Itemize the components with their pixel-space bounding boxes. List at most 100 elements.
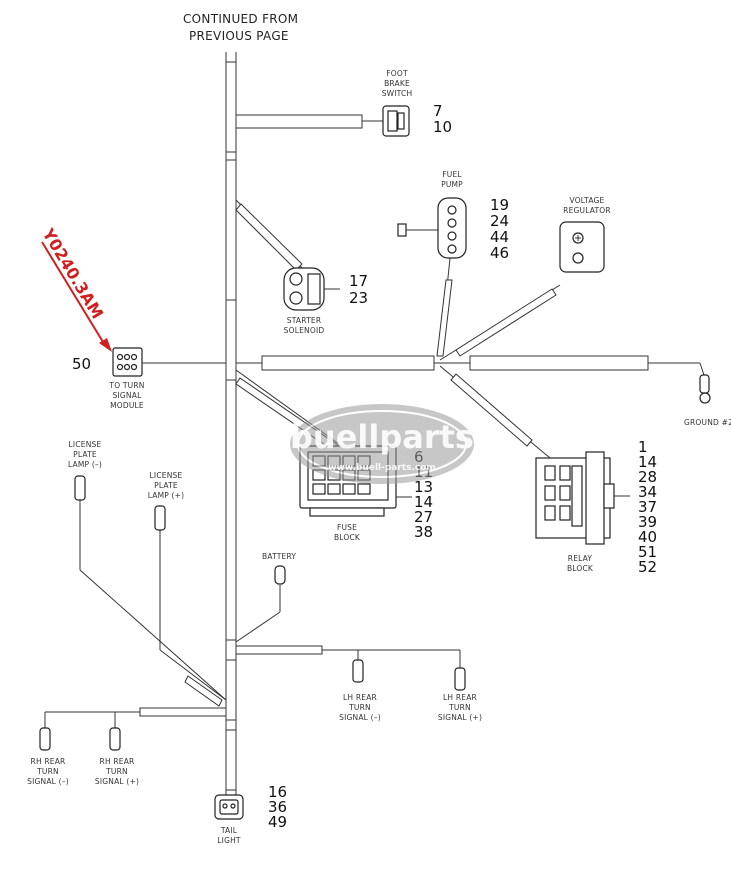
svg-text:28: 28 xyxy=(638,468,657,486)
svg-text:BLOCK: BLOCK xyxy=(334,533,361,542)
foot-brake-ref-7: 7 xyxy=(433,102,443,120)
svg-text:TURN: TURN xyxy=(105,767,128,776)
rh-rear-turn-branch xyxy=(39,707,227,751)
svg-text:LIGHT: LIGHT xyxy=(217,836,241,845)
svg-text:FUEL: FUEL xyxy=(442,170,462,179)
fuel-pump-ref-44: 44 xyxy=(490,228,509,246)
svg-text:LICENSE: LICENSE xyxy=(69,440,102,449)
svg-text:27: 27 xyxy=(414,508,433,526)
foot-brake-branch xyxy=(235,114,383,129)
relay-block-refs: 1 14 28 34 37 39 40 51 52 xyxy=(638,438,657,576)
fuel-pump-branch xyxy=(436,257,453,357)
main-trunk xyxy=(225,52,237,795)
starter-solenoid-label: STARTER SOLENOID xyxy=(284,316,325,335)
starter-solenoid-branch xyxy=(235,199,303,271)
svg-text:FUSE: FUSE xyxy=(337,523,357,532)
fuel-pump-label: FUEL PUMP xyxy=(441,170,463,189)
svg-text:TURN: TURN xyxy=(348,703,371,712)
svg-text:13: 13 xyxy=(414,478,433,496)
fuel-pump-ref-19: 19 xyxy=(490,196,509,214)
annotation-arrow xyxy=(41,241,112,352)
svg-text:14: 14 xyxy=(638,453,657,471)
foot-brake-switch-connector xyxy=(382,105,410,137)
svg-text:SIGNAL: SIGNAL xyxy=(113,391,143,400)
svg-text:TURN: TURN xyxy=(448,703,471,712)
svg-text:MODULE: MODULE xyxy=(110,401,144,410)
svg-text:TO TURN: TO TURN xyxy=(108,381,144,390)
battery-wire xyxy=(235,565,286,643)
svg-text:LH REAR: LH REAR xyxy=(343,693,377,702)
turn-signal-module-connector xyxy=(112,347,143,377)
svg-text:38: 38 xyxy=(414,523,433,541)
relay-block-connector xyxy=(535,451,630,545)
svg-text:SIGNAL (–): SIGNAL (–) xyxy=(339,713,381,722)
svg-text:SOLENOID: SOLENOID xyxy=(284,326,325,335)
ground-terminal xyxy=(699,374,711,404)
starter-ref-23: 23 xyxy=(349,289,368,307)
starter-ref-17: 17 xyxy=(349,272,368,290)
svg-text:SIGNAL (–): SIGNAL (–) xyxy=(27,777,69,786)
turn-signal-module-label: TO TURN SIGNAL MODULE xyxy=(108,381,144,410)
license-lamp-neg-label: LICENSE PLATE LAMP (–) xyxy=(68,440,102,469)
lh-rear-turn-pos-label: LH REAR TURN SIGNAL (+) xyxy=(438,693,482,722)
foot-brake-ref-10: 10 xyxy=(433,118,452,136)
foot-brake-switch-label: FOOT BRAKE SWITCH xyxy=(382,69,413,98)
tail-light-ref-49: 49 xyxy=(268,813,287,831)
svg-text:LH REAR: LH REAR xyxy=(443,693,477,702)
horizontal-harness xyxy=(142,355,705,376)
voltage-regulator-connector xyxy=(559,221,605,273)
svg-text:14: 14 xyxy=(414,493,433,511)
fuel-pump-ref-24: 24 xyxy=(490,212,509,230)
svg-text:REGULATOR: REGULATOR xyxy=(563,206,611,215)
relay-block-label: RELAY BLOCK xyxy=(567,554,594,573)
svg-text:34: 34 xyxy=(638,483,657,501)
svg-text:BRAKE: BRAKE xyxy=(384,79,410,88)
header-line-2: PREVIOUS PAGE xyxy=(189,29,289,43)
tail-light-ref-16: 16 xyxy=(268,783,287,801)
lh-rear-turn-neg-label: LH REAR TURN SIGNAL (–) xyxy=(339,693,381,722)
svg-text:39: 39 xyxy=(638,513,657,531)
watermark-text: buellparts xyxy=(290,418,474,456)
svg-text:PLATE: PLATE xyxy=(154,481,178,490)
svg-text:51: 51 xyxy=(638,543,657,561)
voltage-regulator-label: VOLTAGE REGULATOR xyxy=(563,196,611,215)
fuel-pump-connector xyxy=(397,197,467,259)
svg-text:LAMP (+): LAMP (+) xyxy=(148,491,185,500)
svg-text:52: 52 xyxy=(638,558,657,576)
turn-signal-ref-50: 50 xyxy=(72,355,91,373)
svg-text:1: 1 xyxy=(638,438,648,456)
starter-solenoid-connector xyxy=(283,267,340,311)
svg-text:TAIL: TAIL xyxy=(220,826,238,835)
voltage-regulator-branch xyxy=(439,284,561,361)
rh-rear-turn-pos-label: RH REAR TURN SIGNAL (+) xyxy=(95,757,139,786)
svg-text:VOLTAGE: VOLTAGE xyxy=(570,196,605,205)
svg-text:40: 40 xyxy=(638,528,657,546)
battery-label: BATTERY xyxy=(262,552,296,561)
tail-light-ref-36: 36 xyxy=(268,798,287,816)
tail-light-connector xyxy=(214,794,244,820)
license-lamp-pos-label: LICENSE PLATE LAMP (+) xyxy=(148,471,185,500)
svg-text:FOOT: FOOT xyxy=(386,69,408,78)
license-lamp-neg-wire xyxy=(74,475,227,701)
svg-text:37: 37 xyxy=(638,498,657,516)
rh-rear-turn-neg-label: RH REAR TURN SIGNAL (–) xyxy=(27,757,69,786)
svg-text:PLATE: PLATE xyxy=(73,450,97,459)
svg-text:SWITCH: SWITCH xyxy=(382,89,413,98)
svg-text:LAMP (–): LAMP (–) xyxy=(68,460,102,469)
svg-text:PUMP: PUMP xyxy=(441,180,463,189)
annotation-code: Y0240.3AM xyxy=(38,224,107,322)
relay-block-branch xyxy=(439,365,551,459)
watermark-logo xyxy=(290,404,474,484)
svg-text:RH REAR: RH REAR xyxy=(100,757,135,766)
svg-text:SIGNAL (+): SIGNAL (+) xyxy=(438,713,482,722)
svg-text:SIGNAL (+): SIGNAL (+) xyxy=(95,777,139,786)
fuel-pump-ref-46: 46 xyxy=(490,244,509,262)
svg-text:RH REAR: RH REAR xyxy=(31,757,66,766)
svg-text:BLOCK: BLOCK xyxy=(567,564,594,573)
svg-text:TURN: TURN xyxy=(36,767,59,776)
license-lamp-pos-wire xyxy=(154,505,227,707)
fuse-block-label: FUSE BLOCK xyxy=(334,523,361,542)
tail-light-label: TAIL LIGHT xyxy=(217,826,241,845)
lh-rear-turn-branch xyxy=(235,645,466,691)
